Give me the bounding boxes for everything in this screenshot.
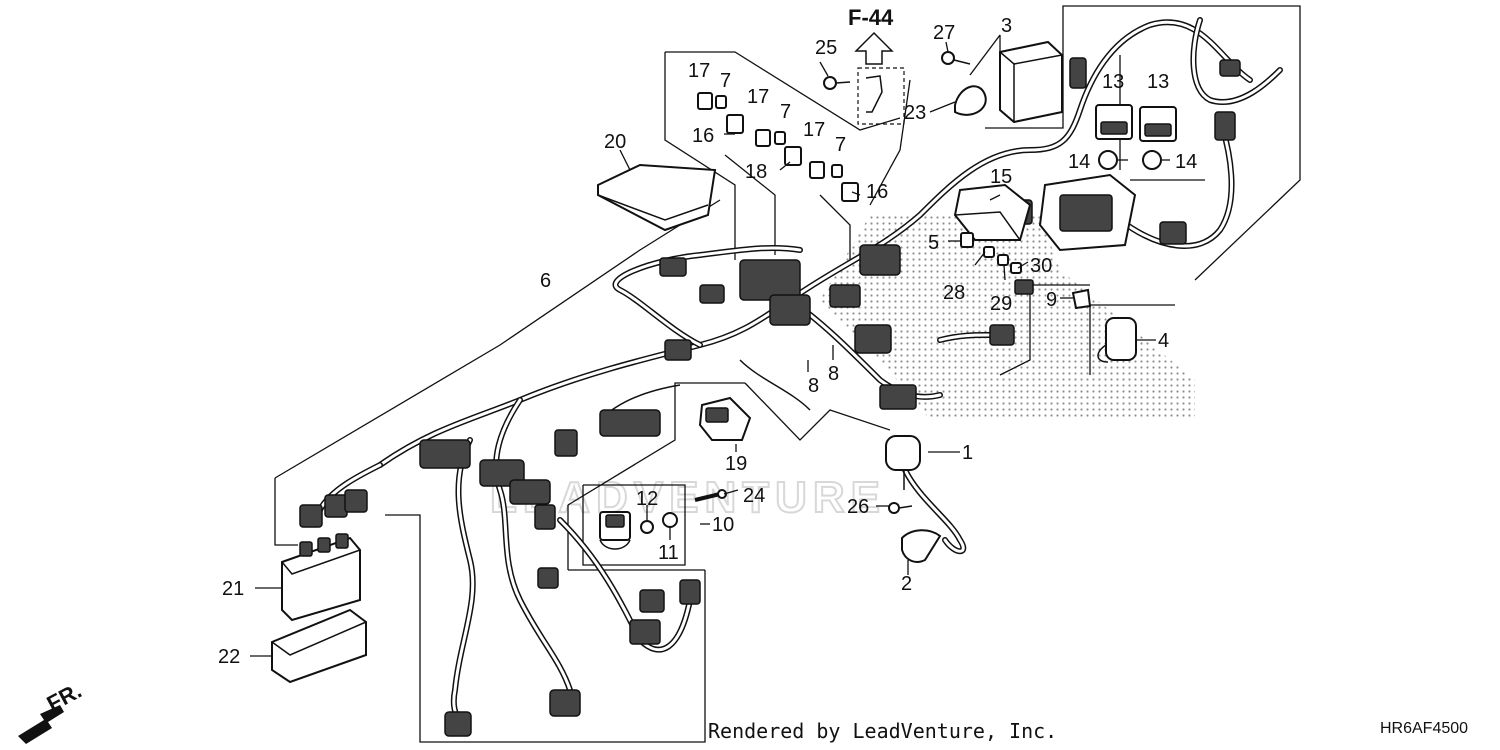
callout-2: 2 xyxy=(901,573,912,595)
callout-9: 9 xyxy=(1046,289,1057,311)
callout-13a: 13 xyxy=(1102,71,1124,93)
part-10-assembly xyxy=(599,511,631,550)
callout-7b: 7 xyxy=(780,101,791,123)
callout-26: 26 xyxy=(847,496,869,518)
part-12-washer xyxy=(640,520,654,534)
part-14-cap-b xyxy=(1142,150,1162,170)
part-14-cap-a xyxy=(1098,150,1118,170)
callout-5: 5 xyxy=(928,232,939,254)
callout-30: 30 xyxy=(1030,255,1052,277)
f44-reference-box xyxy=(857,67,905,125)
callout-16b: 16 xyxy=(866,181,888,203)
diagram-code: HR6AF4500 xyxy=(1380,720,1468,737)
callout-12: 12 xyxy=(636,488,658,510)
main-harness xyxy=(317,17,1283,723)
part-26-bolt xyxy=(888,502,913,514)
callout-21: 21 xyxy=(222,578,244,600)
callout-17c: 17 xyxy=(803,119,825,141)
callout-14a: 14 xyxy=(1068,151,1090,173)
footer-credit: Rendered by LeadVenture, Inc. xyxy=(708,719,1057,743)
part-27-bolt xyxy=(941,51,971,65)
front-direction-indicator: FR. xyxy=(18,678,86,744)
callout-7c: 7 xyxy=(835,134,846,156)
callout-16a: 16 xyxy=(692,125,714,147)
callout-8a: 8 xyxy=(808,375,819,397)
part-5-fuse xyxy=(960,232,974,248)
callout-7a: 7 xyxy=(720,70,731,92)
f44-arrow xyxy=(854,31,894,65)
callout-10: 10 xyxy=(712,514,734,536)
callout-23: 23 xyxy=(904,102,926,124)
part-15-fuse-cover xyxy=(953,183,1032,241)
part-20-cover xyxy=(597,163,717,232)
part-25-bolt xyxy=(823,76,851,90)
callout-17a: 17 xyxy=(688,60,710,82)
part-3-module xyxy=(999,40,1063,124)
callout-13b: 13 xyxy=(1147,71,1169,93)
callout-18: 18 xyxy=(745,161,767,183)
part-11-grommet xyxy=(662,512,678,528)
callout-14b: 14 xyxy=(1175,151,1197,173)
stipple-region xyxy=(820,215,1195,420)
relay-set-3 xyxy=(809,161,859,202)
reference-label: F-44 xyxy=(848,5,894,30)
callout-11: 11 xyxy=(658,542,679,564)
callout-20: 20 xyxy=(604,131,626,153)
callout-28: 28 xyxy=(943,282,965,304)
relay-set-2 xyxy=(755,129,802,166)
part-19-connector xyxy=(698,396,752,441)
callout-27: 27 xyxy=(933,22,955,44)
callout-4: 4 xyxy=(1158,330,1169,352)
callout-17b: 17 xyxy=(747,86,769,108)
callout-6: 6 xyxy=(540,270,551,292)
part-1-coil xyxy=(885,435,921,490)
part-13-switch-b xyxy=(1139,106,1177,142)
part-29-fuse xyxy=(997,254,1009,266)
relay-set-1 xyxy=(697,92,744,134)
part-22-holder xyxy=(271,608,367,684)
part-4-sensor xyxy=(1097,317,1137,363)
callout-8b: 8 xyxy=(828,363,839,385)
leader-lines xyxy=(250,34,1170,657)
part-28-fuse xyxy=(983,246,995,258)
part-9-clip xyxy=(1071,288,1092,310)
callout-19: 19 xyxy=(725,453,747,475)
part-2-plug-cap xyxy=(901,529,942,563)
part-23-band xyxy=(954,85,987,116)
callouts: 1 2 3 4 5 6 7 7 7 8 8 9 10 11 12 13 13 1… xyxy=(218,15,1197,668)
part-30-fuse xyxy=(1010,262,1022,274)
callout-22: 22 xyxy=(218,646,240,668)
bracket-clip xyxy=(865,75,883,113)
fuse-box xyxy=(1038,173,1137,252)
callout-25: 25 xyxy=(815,37,837,59)
callout-29: 29 xyxy=(990,293,1012,315)
callout-1: 1 xyxy=(962,442,973,464)
part-21-module xyxy=(281,533,361,622)
callout-3: 3 xyxy=(1001,15,1012,37)
callout-24: 24 xyxy=(743,485,765,507)
part-13-switch-a xyxy=(1095,104,1133,140)
callout-15: 15 xyxy=(990,166,1012,188)
